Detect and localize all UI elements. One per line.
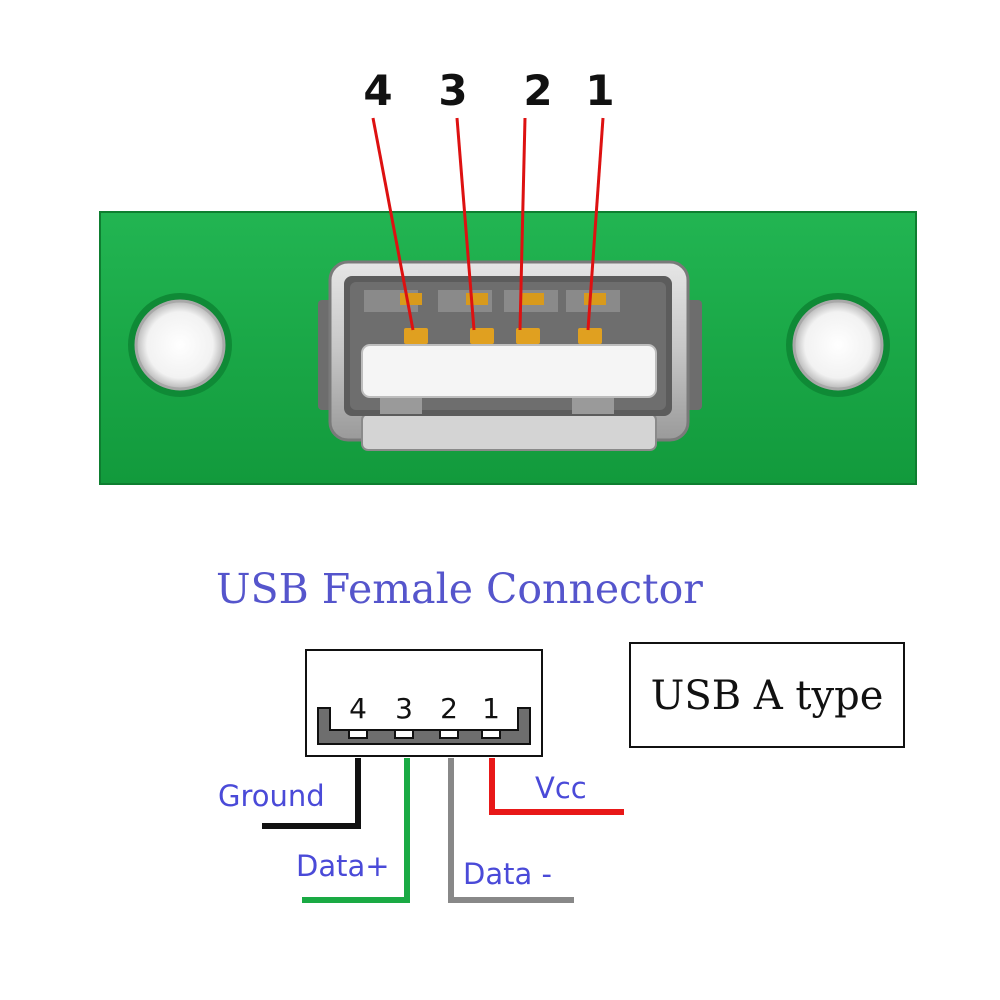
photo-pin-label-2: 2 bbox=[523, 66, 552, 115]
usb-board-photo: 4 3 2 1 bbox=[99, 66, 917, 485]
vcc-label: Vcc bbox=[535, 771, 587, 805]
schematic-pin-numbers: 4 3 2 1 bbox=[349, 692, 500, 725]
usb-a-receptacle bbox=[318, 260, 702, 451]
schematic-title: USB Female Connector bbox=[216, 565, 703, 613]
photo-pin-label-3: 3 bbox=[438, 66, 467, 115]
mounting-hole-right bbox=[786, 293, 890, 397]
photo-pin-label-1: 1 bbox=[585, 66, 614, 115]
mounting-hole-left bbox=[128, 293, 232, 397]
pin-pointer-lines bbox=[371, 117, 605, 331]
ground-wire bbox=[262, 758, 361, 829]
ground-label: Ground bbox=[218, 779, 325, 813]
schematic-pin-2: 2 bbox=[440, 692, 458, 725]
connector-inner-frame bbox=[317, 707, 531, 745]
schematic-pin-3: 3 bbox=[395, 692, 413, 725]
data-minus-label: Data - bbox=[463, 857, 552, 891]
data-plus-wire bbox=[302, 758, 410, 903]
usb-type-box bbox=[629, 642, 905, 748]
photo-pin-labels: 4 3 2 1 bbox=[363, 66, 614, 115]
schematic-contacts bbox=[348, 729, 501, 739]
usb-schematic: USB Female Connector USB A type 4 3 2 1 … bbox=[216, 565, 905, 903]
photo-pin-label-4: 4 bbox=[363, 66, 392, 115]
data-plus-label: Data+ bbox=[296, 849, 390, 883]
usb-tongue bbox=[361, 344, 657, 398]
vcc-wire bbox=[489, 758, 624, 815]
schematic-pin-4: 4 bbox=[349, 692, 367, 725]
schematic-pin-1: 1 bbox=[482, 692, 500, 725]
usb-type-label: USB A type bbox=[651, 673, 884, 719]
data-minus-wire bbox=[448, 758, 574, 903]
